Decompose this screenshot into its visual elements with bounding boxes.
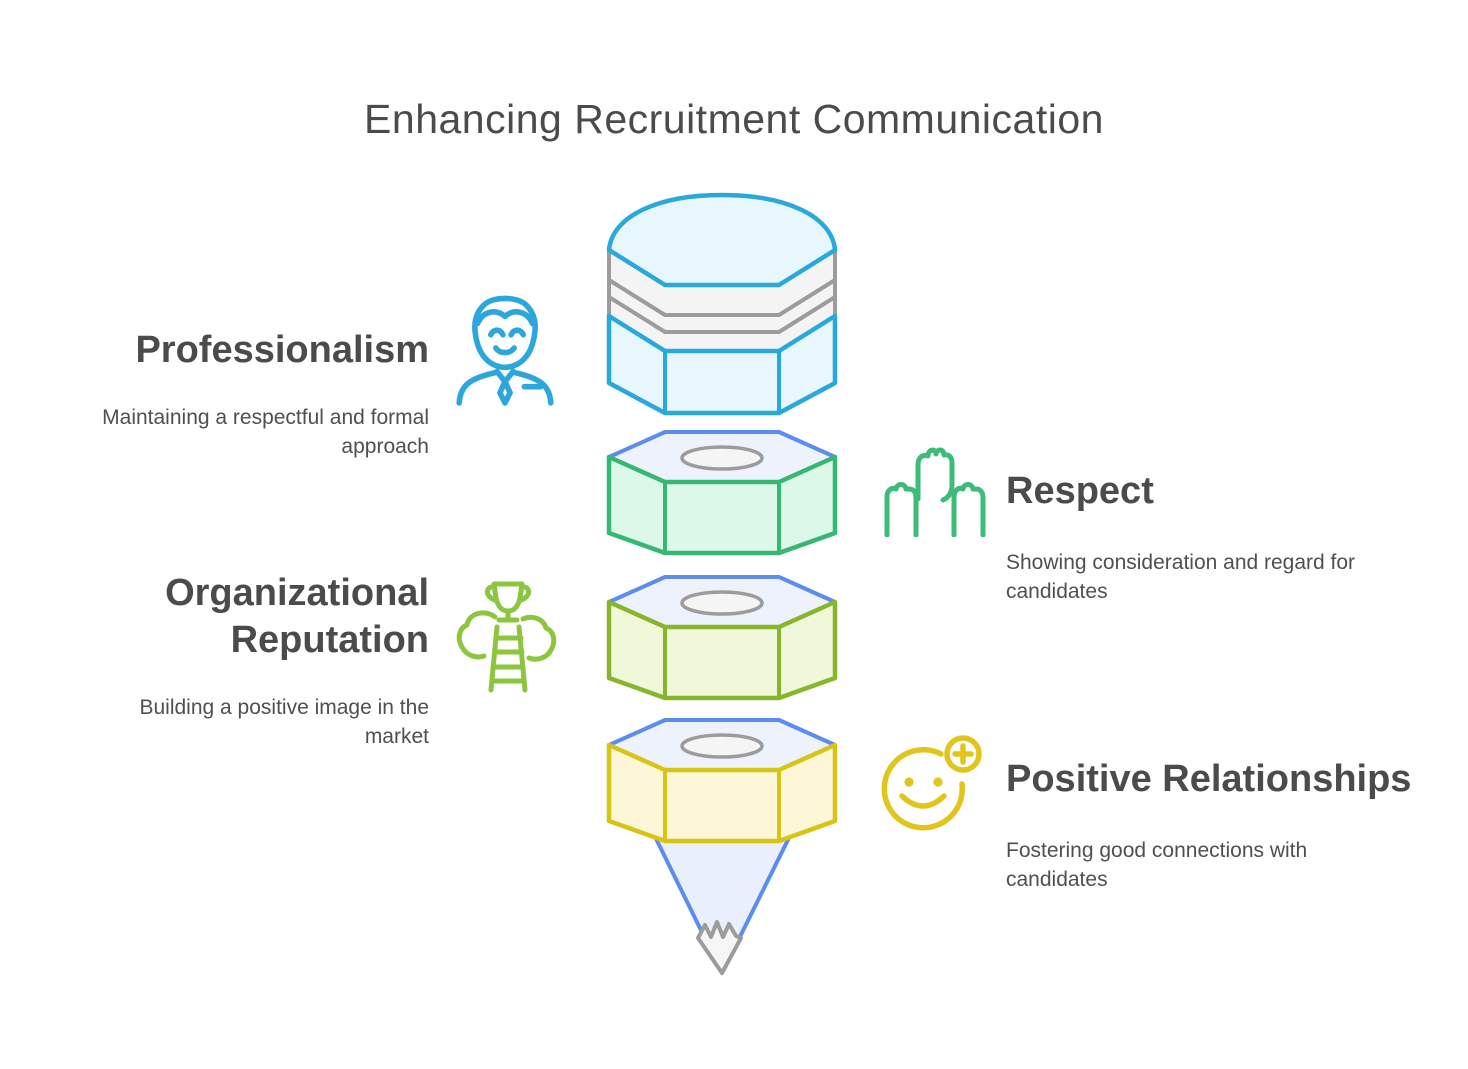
page-title: Enhancing Recruitment Communication	[364, 96, 1104, 142]
raised-fists-icon	[884, 447, 986, 537]
heading-organizational-reputation: Organizational Reputation	[165, 572, 429, 661]
funnel-segment-relationships	[606, 718, 838, 975]
heading-respect: Respect	[1006, 470, 1154, 512]
trophy-ladder-icon	[456, 581, 557, 693]
businessman-icon	[456, 295, 554, 406]
smiley-plus-icon	[881, 735, 982, 831]
heading-positive-relationships: Positive Relationships	[1006, 758, 1412, 800]
funnel-segment-respect	[606, 430, 838, 556]
funnel-segment-reputation	[606, 575, 838, 701]
funnel-diagram	[606, 192, 838, 975]
description-respect: Showing consideration and regard for can…	[1006, 551, 1356, 603]
funnel-segment-cap	[606, 192, 838, 416]
description-positive-relationships: Fostering good connections with candidat…	[1006, 839, 1308, 891]
heading-professionalism: Professionalism	[135, 329, 429, 371]
description-organizational-reputation: Building a positive image in the market	[139, 696, 429, 748]
description-professionalism: Maintaining a respectful and formal appr…	[102, 406, 429, 458]
